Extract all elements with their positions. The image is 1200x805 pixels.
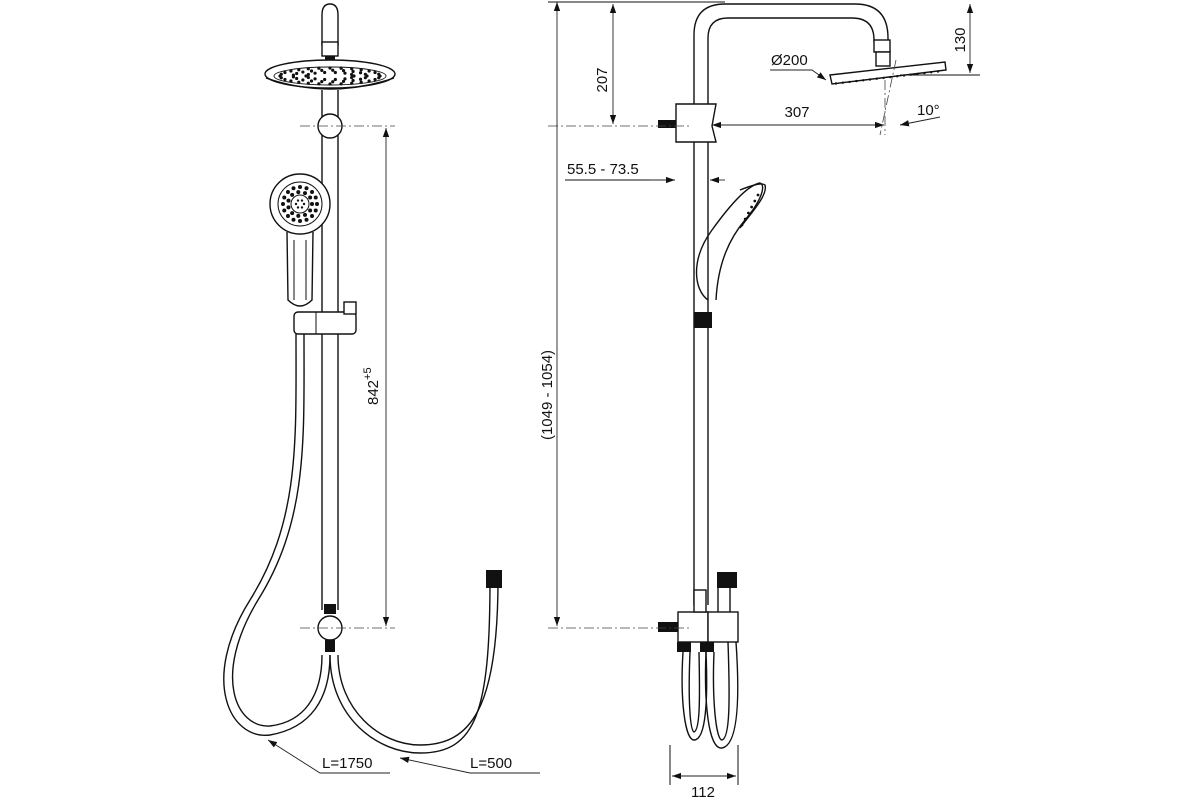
hand-shower-side bbox=[695, 182, 766, 301]
overhead-head-side bbox=[829, 61, 947, 85]
side-slide-holder bbox=[694, 312, 712, 328]
label-hose-short: L=500 bbox=[470, 755, 512, 772]
mixer-body bbox=[658, 572, 739, 652]
spray-nozzles bbox=[278, 66, 382, 86]
dim-112: 112 bbox=[691, 784, 715, 800]
hose-short bbox=[337, 579, 499, 746]
dim-130: 130 bbox=[952, 27, 969, 52]
dim-wall-offset: 55.5 - 73.5 bbox=[567, 161, 639, 178]
side-view: (1049 - 1054) 207 130 Ø200 307 10° 55.5 … bbox=[539, 1, 980, 801]
head-connector bbox=[321, 41, 339, 57]
side-hose-b bbox=[704, 641, 739, 749]
dim-diameter: Ø200 bbox=[771, 52, 808, 69]
top-elbow-cap bbox=[321, 3, 339, 46]
hose-long bbox=[223, 333, 331, 736]
slide-holder bbox=[293, 301, 357, 335]
front-view: 842+5 L=1750 L=500 bbox=[223, 3, 540, 774]
dim-label-842: 842+5 bbox=[362, 367, 382, 405]
front-riser-pipe bbox=[321, 90, 339, 610]
hand-shower-front bbox=[269, 173, 331, 307]
overhead-shower-head bbox=[264, 59, 396, 90]
side-hose-a bbox=[681, 651, 708, 741]
dim-overall-height: (1049 - 1054) bbox=[539, 350, 556, 440]
wall-bracket bbox=[658, 103, 717, 143]
head-joint bbox=[873, 39, 891, 53]
dim-207: 207 bbox=[594, 67, 611, 92]
label-hose-long: L=1750 bbox=[322, 755, 372, 772]
gooseneck-arm bbox=[693, 3, 889, 110]
hand-spray-nozzles bbox=[281, 185, 319, 223]
hose-end-nut bbox=[486, 570, 502, 588]
outlet-nut bbox=[325, 640, 335, 652]
dim-angle: 10° bbox=[917, 102, 940, 119]
dim-307: 307 bbox=[784, 104, 809, 121]
diverter-nut bbox=[324, 604, 336, 614]
